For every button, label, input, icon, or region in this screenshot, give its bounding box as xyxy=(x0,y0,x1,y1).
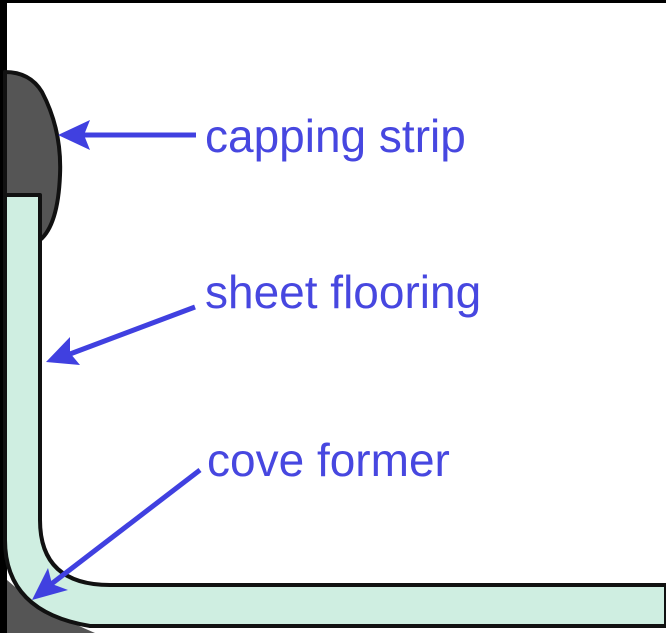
arrow-capping-strip xyxy=(58,120,196,150)
sheet-flooring xyxy=(3,193,666,628)
label-capping-strip: capping strip xyxy=(205,110,466,162)
capping-strip xyxy=(3,70,63,242)
frame-top xyxy=(0,0,666,3)
label-cove-former: cove former xyxy=(207,434,450,486)
arrow-cove-former xyxy=(32,468,202,600)
cove-former xyxy=(7,580,95,633)
label-sheet-flooring: sheet flooring xyxy=(205,266,481,318)
arrow-sheet-flooring xyxy=(46,304,196,365)
